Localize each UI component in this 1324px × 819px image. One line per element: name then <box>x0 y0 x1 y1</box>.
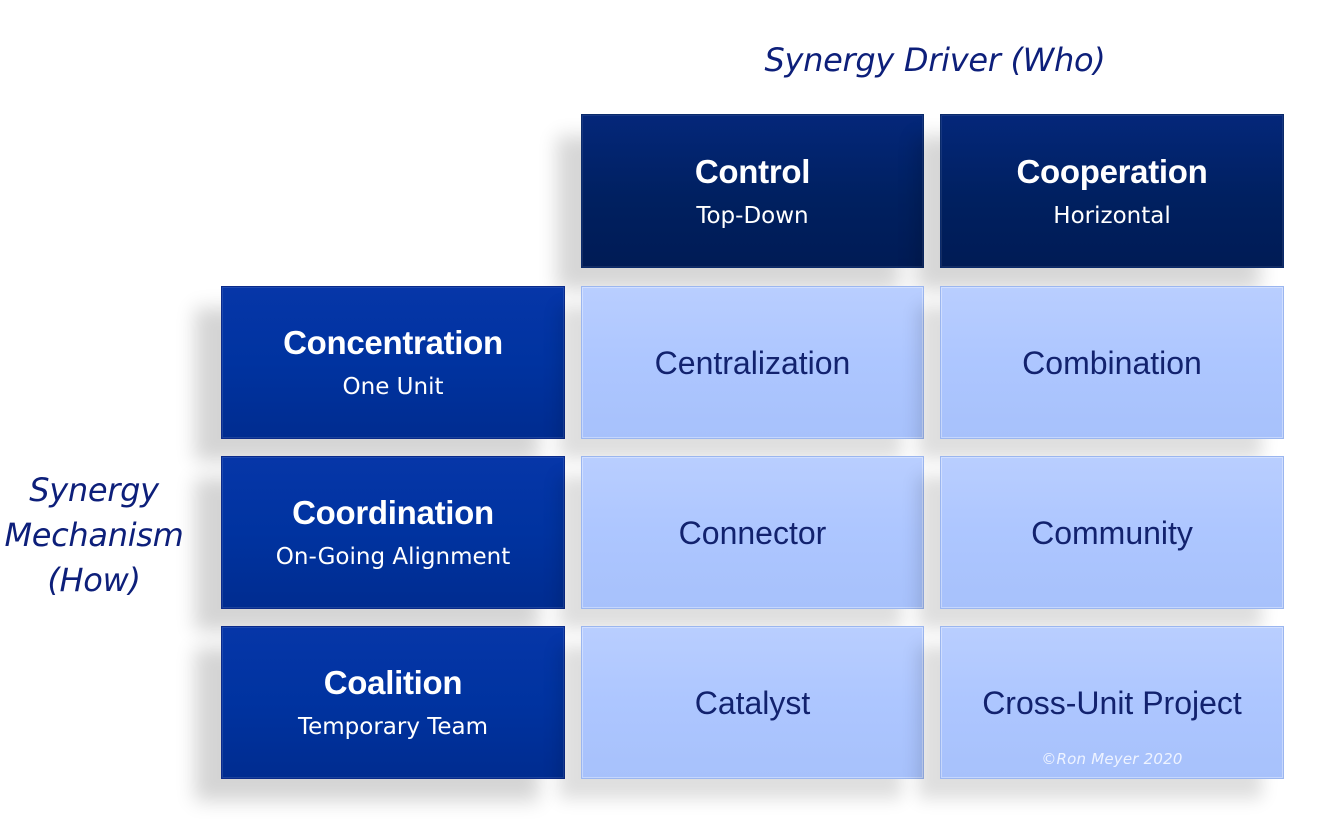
matrix-cell-label: Catalyst <box>694 684 811 721</box>
matrix-cell-combination: Combination <box>940 286 1284 439</box>
row-header-title: Coalition <box>323 664 463 701</box>
matrix-cell-label: Cross-Unit Project <box>982 684 1242 721</box>
matrix-cell-label: Combination <box>1022 344 1202 381</box>
row-header-subtitle: One Unit <box>342 374 444 400</box>
row-header-title: Coordination <box>292 494 494 531</box>
y-axis-title-line: Mechanism <box>4 516 184 554</box>
matrix-cell-centralization: Centralization <box>581 286 924 439</box>
matrix-cell-catalyst: Catalyst <box>581 626 924 779</box>
y-axis-title-line: (How) <box>47 561 141 599</box>
row-header-subtitle: On-Going Alignment <box>275 544 511 570</box>
y-axis-title-line: Synergy <box>29 471 159 509</box>
column-header-control: Control Top-Down <box>581 114 924 268</box>
column-header-subtitle: Horizontal <box>1053 202 1171 229</box>
row-header-subtitle: Temporary Team <box>297 714 489 740</box>
matrix-cell-label: Connector <box>678 514 827 551</box>
matrix-cell-connector: Connector <box>581 456 924 609</box>
x-axis-title: Synergy Driver (Who) <box>764 41 1106 79</box>
matrix-cell-label: Centralization <box>654 344 851 381</box>
row-header-title: Concentration <box>283 324 503 361</box>
matrix-cell-community: Community <box>940 456 1284 609</box>
column-header-subtitle: Top-Down <box>696 202 809 229</box>
y-axis-title: Synergy Mechanism (How) <box>0 468 188 603</box>
matrix-cell-label: Community <box>1031 514 1193 551</box>
row-header-coordination: Coordination On-Going Alignment <box>221 456 565 609</box>
copyright-notice: ©Ron Meyer 2020 <box>1041 750 1183 768</box>
row-header-concentration: Concentration One Unit <box>221 286 565 439</box>
column-header-title: Control <box>694 152 811 190</box>
column-header-title: Cooperation <box>1016 152 1208 190</box>
column-header-cooperation: Cooperation Horizontal <box>940 114 1284 268</box>
row-header-coalition: Coalition Temporary Team <box>221 626 565 779</box>
matrix-cell-cross-unit-project: Cross-Unit Project ©Ron Meyer 2020 <box>940 626 1284 779</box>
